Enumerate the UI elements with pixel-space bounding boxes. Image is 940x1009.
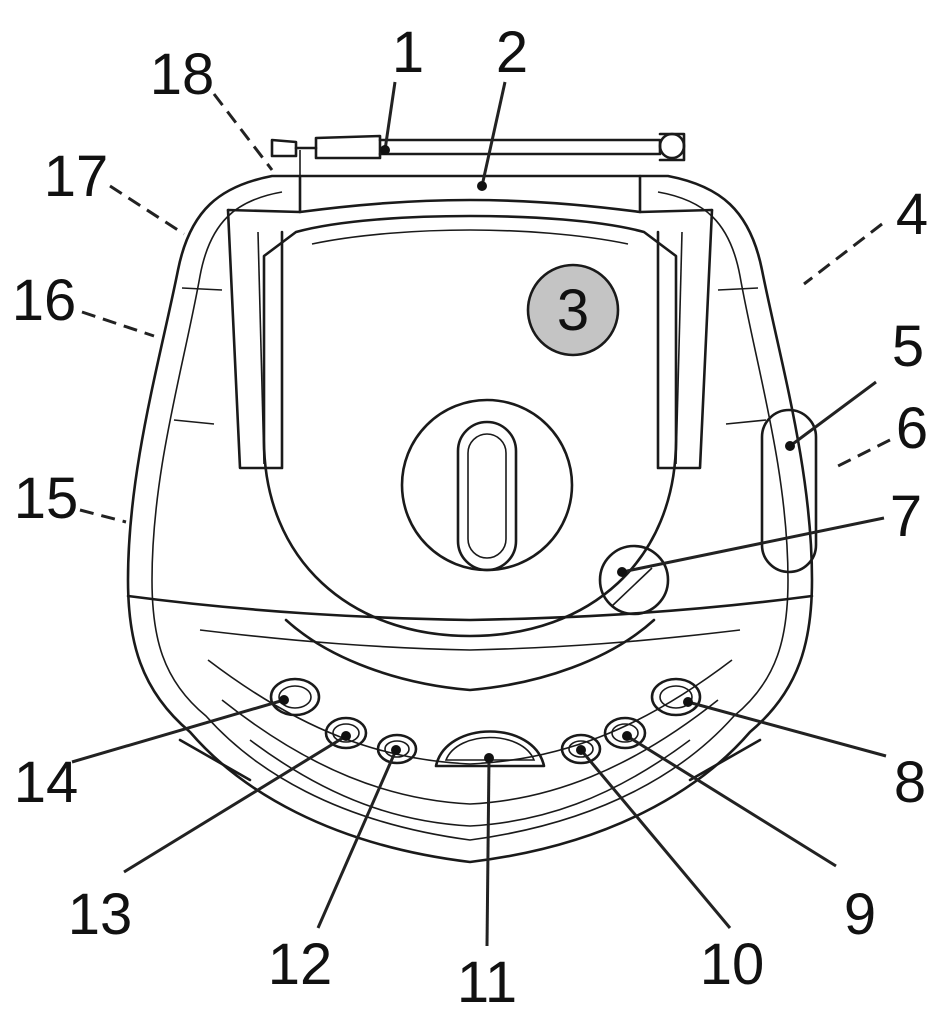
leader-1 <box>383 81 397 151</box>
callout-3: 3 <box>557 278 589 343</box>
button-8 <box>650 677 702 717</box>
callout-labels: 1 2 3 4 5 6 7 8 9 10 11 12 13 14 15 16 1… <box>12 20 928 1009</box>
leader-8 <box>687 700 887 758</box>
leader-17 <box>109 184 185 236</box>
callout-18: 18 <box>150 42 215 107</box>
leader-6 <box>837 438 891 468</box>
button-12 <box>376 733 418 765</box>
callout-11: 11 <box>457 950 517 1009</box>
callout-17: 17 <box>44 144 109 209</box>
leader-7 <box>621 516 885 574</box>
leader-18 <box>212 93 274 171</box>
button-10 <box>560 733 602 765</box>
badge-3-circle <box>526 263 620 357</box>
device-body <box>126 174 814 864</box>
callout-1: 1 <box>392 20 424 85</box>
callout-16: 16 <box>12 268 77 333</box>
callout-5: 5 <box>892 314 924 379</box>
leader-16 <box>81 310 155 338</box>
carry-handle <box>298 174 642 214</box>
button-13 <box>324 716 368 750</box>
button-9 <box>603 716 647 750</box>
callout-6: 6 <box>896 396 928 461</box>
indicator-circle <box>598 544 670 616</box>
leader-15 <box>79 508 127 524</box>
leader-4 <box>803 222 883 286</box>
leader-13 <box>123 734 347 874</box>
leader-10 <box>579 749 732 929</box>
callout-15: 15 <box>14 466 79 531</box>
callout-2: 2 <box>496 20 528 85</box>
leader-12 <box>316 749 398 929</box>
lid-opener-slot <box>456 420 518 572</box>
callout-13: 13 <box>68 882 133 947</box>
leader-9 <box>626 734 837 868</box>
callout-8: 8 <box>894 750 926 815</box>
cd-lid <box>262 214 678 638</box>
callout-9: 9 <box>844 882 876 947</box>
callout-12: 12 <box>268 932 333 997</box>
leader-2 <box>480 81 507 187</box>
leader-11 <box>485 757 491 947</box>
callout-14: 14 <box>14 750 79 815</box>
callout-10: 10 <box>700 932 765 997</box>
device-illustration <box>126 132 818 864</box>
callout-4: 4 <box>896 182 928 247</box>
leader-lines <box>71 81 891 947</box>
antenna <box>270 132 686 176</box>
button-11 <box>434 730 546 768</box>
button-14 <box>269 677 321 717</box>
lid-opener-ring <box>400 398 574 572</box>
leader-5 <box>789 380 877 448</box>
display-window <box>760 408 818 574</box>
callout-7: 7 <box>890 484 922 549</box>
leader-14 <box>71 698 285 764</box>
